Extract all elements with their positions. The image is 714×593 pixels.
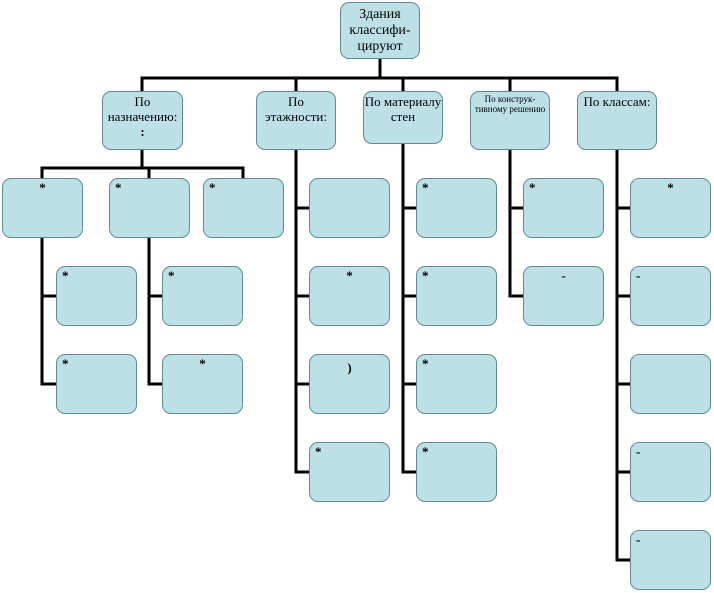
structure-item-marker: - <box>561 268 566 283</box>
purpose-group-marker: * <box>115 180 122 195</box>
purpose-subitem-node: * <box>56 354 137 414</box>
class-item-marker: - <box>636 268 641 283</box>
structure-item-node: * <box>523 178 604 238</box>
purpose-group-marker: * <box>39 180 46 195</box>
purpose-subitem-marker: * <box>168 268 175 283</box>
floors-item-marker: * <box>346 268 353 283</box>
class-item-marker: - <box>636 444 641 459</box>
floors-item-node: * <box>309 442 390 502</box>
wall-material-item-node: * <box>416 354 497 414</box>
root-label: Здания классифи-цируют <box>349 7 411 55</box>
root-node: Здания классифи-цируют <box>340 2 420 59</box>
purpose-subitem-marker: * <box>62 356 69 371</box>
structure-item-node: - <box>523 266 604 326</box>
purpose-subitem-node: * <box>162 266 243 326</box>
floors-item-marker: ) <box>347 360 352 375</box>
floors-item-marker: * <box>315 444 322 459</box>
wall-material-item-marker: * <box>422 268 429 283</box>
category-purpose-label: По назначению: <box>107 94 178 124</box>
class-item-node: - <box>630 530 711 590</box>
class-item-node: - <box>630 266 711 326</box>
category-classes: По классам: <box>577 91 657 150</box>
wall-material-item-node: * <box>416 178 497 238</box>
floors-item-node <box>309 178 390 238</box>
category-structure: По конструк-тивному решению <box>470 91 550 150</box>
purpose-subitem-node: * <box>162 354 243 414</box>
purpose-group-node: * <box>109 178 190 238</box>
class-item-node: - <box>630 442 711 502</box>
purpose-subitem-marker: * <box>199 356 206 371</box>
floors-item-node: ) <box>309 354 390 414</box>
wall-material-item-node: * <box>416 442 497 502</box>
purpose-group-node: * <box>203 178 284 238</box>
wall-material-item-node: * <box>416 266 497 326</box>
wall-material-item-marker: * <box>422 180 429 195</box>
category-wall-material-label: По материалу стен <box>364 94 442 124</box>
purpose-subitem-node: * <box>56 266 137 326</box>
category-purpose: По назначению: : <box>102 91 183 150</box>
wall-material-item-marker: * <box>422 356 429 371</box>
wall-material-item-marker: * <box>422 444 429 459</box>
purpose-group-marker: * <box>209 180 216 195</box>
floors-item-node: * <box>309 266 390 326</box>
class-item-marker: * <box>667 180 674 195</box>
purpose-subitem-marker: * <box>62 268 69 283</box>
category-structure-label: По конструк-тивному решению <box>474 94 546 114</box>
category-floors-label: По этажности: <box>265 94 327 124</box>
class-item-node: * <box>630 178 711 238</box>
structure-item-marker: * <box>529 180 536 195</box>
category-purpose-suffix: : <box>140 123 145 139</box>
class-item-marker: - <box>636 532 641 547</box>
category-classes-label: По классам: <box>583 94 651 109</box>
class-item-node <box>630 354 711 414</box>
purpose-group-node: * <box>2 178 83 238</box>
category-wall-material: По материалу стен <box>363 91 443 144</box>
category-floors: По этажности: <box>256 91 336 150</box>
